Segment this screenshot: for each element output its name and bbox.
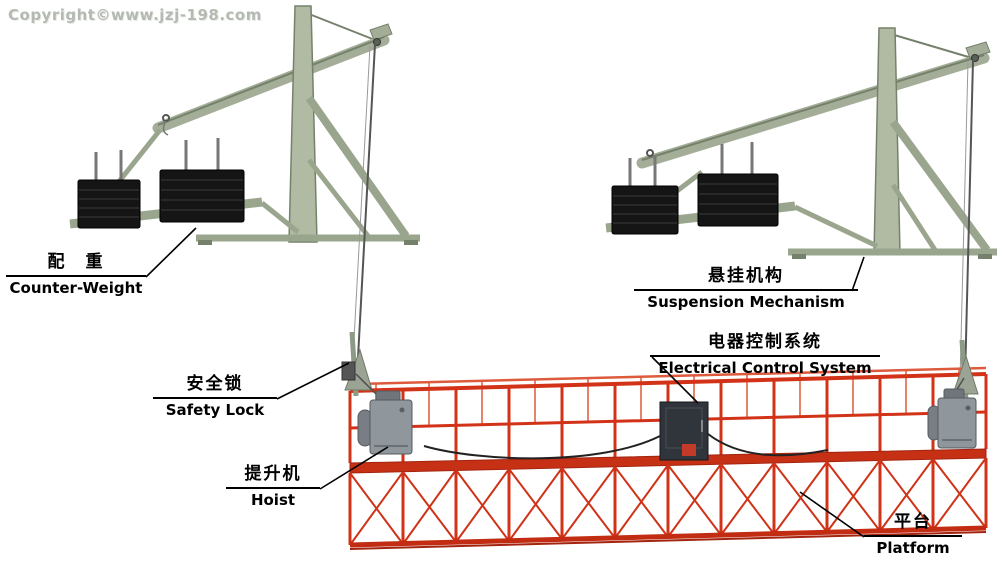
hoist-right [927, 388, 977, 449]
tip-pulley [971, 54, 979, 62]
label-electrical-control-system: 电器控制系统 Electrical Control System [650, 332, 880, 377]
power-cable-right [707, 433, 829, 457]
leader-counter-weight [145, 227, 197, 278]
safety-rope-right [959, 61, 969, 381]
counterweight-stacks-left [77, 138, 245, 229]
mast [288, 5, 318, 243]
label-hoist-en: Hoist [250, 491, 296, 510]
leader-electrical-control-system [651, 356, 699, 404]
label-platform-zh: 平台 [864, 512, 962, 538]
bottom-chord-edge [349, 531, 987, 550]
label-safety-lock-en: Safety Lock [165, 401, 265, 420]
wire-ropes [351, 43, 974, 381]
label-safety-lock-zh: 安全锁 [153, 374, 277, 400]
label-suspension-mechanism-zh: 悬挂机构 [634, 266, 858, 292]
inner-strut [890, 183, 938, 252]
label-hoist-zh: 提升机 [226, 464, 320, 490]
counterweight-rods [720, 142, 754, 175]
tie-rod [303, 11, 376, 41]
hoist-body [369, 399, 413, 455]
leader-hoist [319, 446, 389, 490]
hoist-bolt [965, 405, 971, 411]
control-box-tag [682, 444, 696, 456]
counterweight-plates [161, 179, 243, 211]
front-strut [305, 95, 410, 239]
power-cable-left [423, 435, 661, 460]
leader-suspension-mechanism [851, 256, 865, 292]
safety-rope-left [351, 45, 371, 377]
counterweight-stack [611, 185, 679, 235]
counterweight-plates [699, 183, 777, 215]
counterweight-rods [184, 138, 220, 171]
hoist-left [357, 390, 413, 455]
tray-link [793, 204, 879, 249]
truss-x-bracing [349, 457, 987, 546]
leader-safety-lock [276, 362, 350, 400]
base-foot [792, 254, 806, 259]
base-foot [404, 240, 418, 245]
rear-hook [162, 114, 170, 122]
counterweight-stack [77, 179, 141, 229]
hoist-body [937, 397, 977, 449]
label-platform-en: Platform [876, 539, 950, 558]
tray-link [260, 201, 300, 234]
label-counter-weight-en: Counter-Weight [9, 279, 143, 298]
counterweight-stack [159, 169, 245, 223]
mast [873, 27, 901, 255]
electrical-control-box [423, 401, 829, 461]
label-suspension-mechanism-en: Suspension Mechanism [647, 293, 845, 312]
label-safety-lock: 安全锁 Safety Lock [153, 374, 277, 419]
tie-rod [883, 31, 973, 59]
wire-rope-left [356, 43, 376, 377]
front-strut [889, 119, 991, 253]
jib-beam-edge [641, 54, 985, 161]
jib-tip-plate [965, 41, 991, 59]
counterweight-stack [697, 173, 779, 227]
watermark: Copyright©www.jzj-198.com [8, 6, 262, 24]
jib-beam-edge [157, 36, 385, 126]
label-counter-weight: 配 重 Counter-Weight [6, 252, 146, 297]
counterweight-plates [79, 189, 139, 218]
safety-lock-device [341, 361, 356, 381]
counterweight-rods [628, 156, 657, 187]
rear-hook-rope [162, 120, 169, 136]
leader-platform [799, 491, 865, 538]
tip-pulley [373, 38, 381, 46]
bottom-chord [349, 525, 987, 548]
label-platform: 平台 Platform [864, 512, 962, 557]
counterweight-stacks-right [611, 142, 779, 235]
truss-verticals [348, 458, 988, 545]
label-counter-weight-zh: 配 重 [6, 252, 146, 278]
label-hoist: 提升机 Hoist [226, 464, 320, 509]
base-foot [198, 240, 212, 245]
jib-beam [636, 52, 990, 169]
label-suspension-mechanism: 悬挂机构 Suspension Mechanism [634, 266, 858, 311]
counterweight-rods [94, 150, 123, 181]
wire-rope-right [964, 59, 974, 381]
base-foot [978, 254, 992, 259]
jib-beam [152, 34, 390, 134]
leader-lines [145, 227, 865, 538]
inner-strut [307, 158, 370, 238]
label-electrical-control-system-zh: 电器控制系统 [650, 332, 880, 358]
label-electrical-control-system-en: Electrical Control System [658, 359, 872, 378]
rear-hook [646, 149, 654, 157]
hoist-bolt [399, 407, 405, 413]
jib-tip-plate [369, 23, 393, 41]
counterweight-plates [613, 195, 677, 224]
